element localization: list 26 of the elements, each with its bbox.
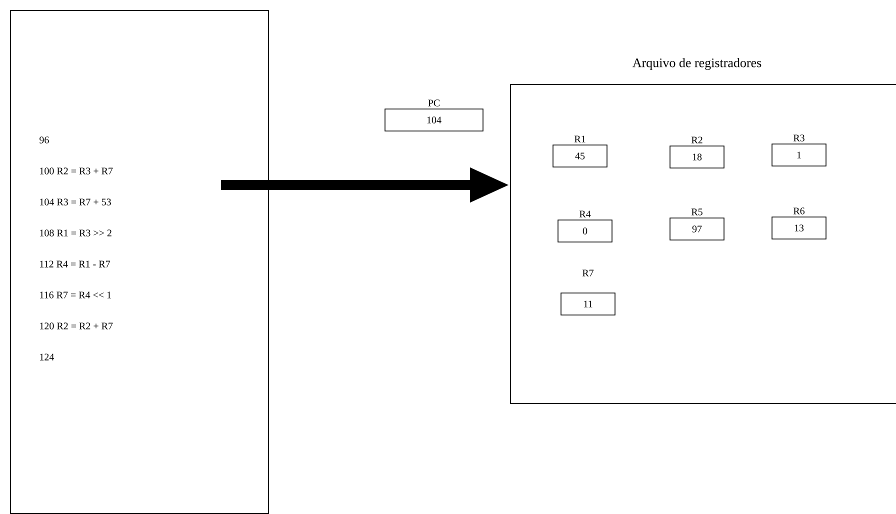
register-file-title: Arquivo de registradores <box>632 58 762 70</box>
register-label: R4 <box>579 210 591 218</box>
register-box: 45 <box>552 144 608 168</box>
register-box: 11 <box>560 292 616 316</box>
instruction-line: 116 R7 = R4 << 1 <box>40 292 111 298</box>
instruction-line: 120 R2 = R2 + R7 <box>40 322 113 330</box>
instruction-line: 104 R3 = R7 + 53 <box>40 198 111 206</box>
register-box: 104 <box>384 108 484 132</box>
instruction-line: 96 <box>40 136 49 144</box>
register-box: 13 <box>772 216 826 240</box>
instruction-line: 124 <box>40 354 54 360</box>
register-label: R3 <box>793 134 804 142</box>
register-label: R7 <box>582 270 594 276</box>
instruction-line: 112 R4 = R1 - R7 <box>40 260 110 268</box>
instruction-line: 100 R2 = R3 + R7 <box>40 168 113 174</box>
memory-box <box>10 10 269 514</box>
register-box: 1 <box>772 144 826 166</box>
instruction-line: 108 R1 = R3 >> 2 <box>40 230 112 236</box>
register-label: PC <box>428 100 440 106</box>
register-label: R1 <box>574 136 586 142</box>
register-box: 18 <box>670 146 724 168</box>
register-label: R6 <box>793 208 805 214</box>
register-label: R5 <box>691 208 702 216</box>
register-label: R2 <box>691 136 702 144</box>
register-box: 0 <box>558 220 612 242</box>
register-box: 97 <box>670 218 724 240</box>
